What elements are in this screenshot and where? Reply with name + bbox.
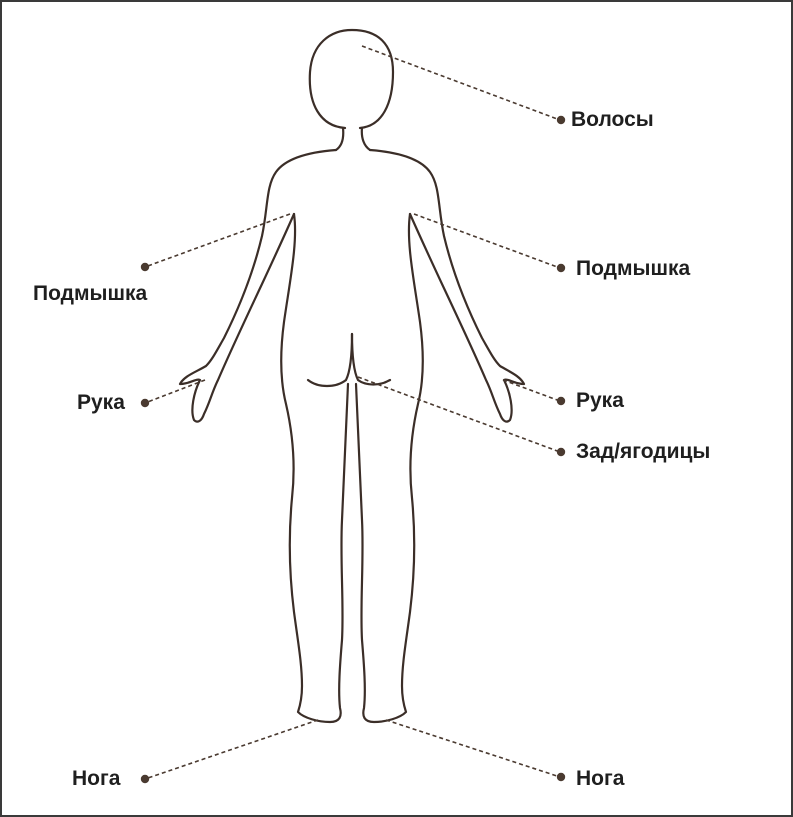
label-hand-right: Рука (576, 390, 624, 411)
label-foot-left: Нога (72, 768, 120, 789)
dot-hand-left (141, 399, 149, 407)
buttocks-crease (308, 334, 352, 386)
head-outline (310, 30, 393, 128)
dot-hand-right (557, 397, 565, 405)
leader-buttocks (358, 377, 560, 452)
right-arm-outline (370, 150, 524, 422)
dot-foot-right (557, 773, 565, 781)
dot-foot-left (141, 775, 149, 783)
buttocks-crease-right (352, 334, 390, 385)
label-armpit-right: Подмышка (576, 258, 690, 279)
neck-outline-left (336, 128, 343, 150)
leader-lines (145, 46, 560, 779)
body-outline (180, 30, 524, 722)
leader-armpit-right (414, 214, 560, 268)
label-foot-right: Нога (576, 768, 624, 789)
right-torso-leg-outline (356, 214, 423, 722)
leader-hand-right (503, 380, 560, 401)
dot-buttocks (557, 448, 565, 456)
dot-hair (557, 116, 565, 124)
leader-armpit-left (145, 214, 290, 267)
label-hair: Волосы (571, 109, 654, 130)
label-dots (141, 116, 565, 783)
dot-armpit-right (557, 264, 565, 272)
label-hand-left: Рука (77, 392, 125, 413)
left-torso-leg-outline (281, 214, 348, 722)
neck-outline-right (362, 128, 370, 150)
dot-armpit-left (141, 263, 149, 271)
leader-foot-left (145, 720, 318, 779)
label-armpit-left: Подмышка (33, 283, 147, 304)
label-buttocks: Зад/ягодицы (576, 441, 710, 462)
leader-foot-right (386, 720, 560, 777)
